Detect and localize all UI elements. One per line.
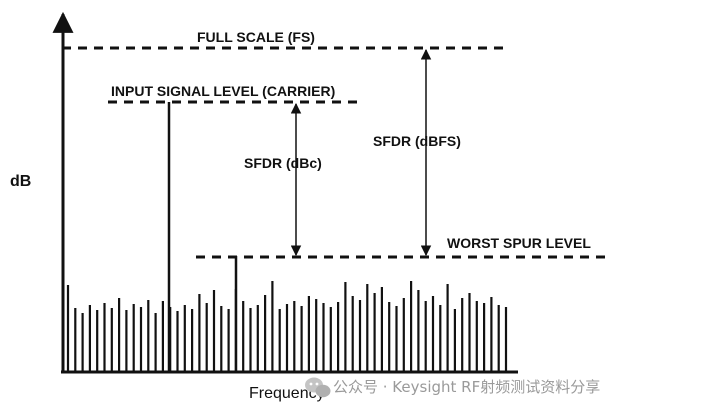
- sfdr-dbfs-label: SFDR (dBFS): [373, 133, 461, 149]
- noise-floor-bars: [66, 281, 508, 372]
- full-scale-label: FULL SCALE (FS): [197, 29, 315, 45]
- worst-spur-label: WORST SPUR LEVEL: [447, 235, 591, 251]
- y-axis-label: dB: [10, 173, 31, 190]
- sfdr-dbc-label: SFDR (dBc): [244, 155, 322, 171]
- wechat-icon: [305, 377, 331, 398]
- input-signal-label: INPUT SIGNAL LEVEL (CARRIER): [111, 83, 335, 99]
- watermark-text: 公众号 · Keysight RF射频测试资料分享: [333, 378, 600, 396]
- x-axis-label: Frequency: [249, 385, 325, 402]
